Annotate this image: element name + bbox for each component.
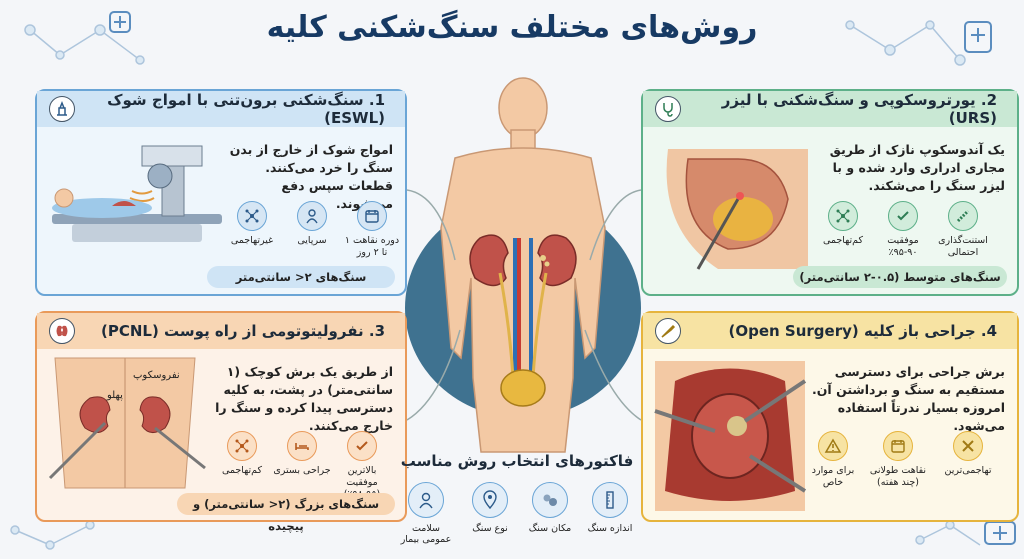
network-nodes-icon: [828, 201, 858, 231]
open-feature-2: نقاهت طولانی (چند هفته): [868, 431, 928, 489]
kidney-left: [469, 234, 509, 287]
card-pcnl-title: 3. نفرولیتوتومی از راه پوست (PCNL): [100, 322, 385, 340]
card-eswl-header: 1. سنگ‌شکنی برون‌تنی با امواج شوک (ESWL): [37, 91, 405, 127]
outpatient-person-icon: [297, 201, 327, 231]
checkmark-icon: [888, 201, 918, 231]
open-feature-3: برای موارد خاص: [803, 431, 863, 489]
eswl-machine-illustration: [52, 145, 222, 242]
eswl-feature-1: دوره نقاهت ۱ تا ۲ روز: [342, 201, 402, 259]
factor-3-label: نوع سنگ: [472, 523, 508, 534]
card-urs-description: یک آندوسکوپ نازک از طریق مجاری ادراری وا…: [829, 142, 1005, 193]
card-urs-title: 2. یورتروسکوپی و سنگ‌شکنی با لیزر (URS): [721, 91, 997, 127]
urs-feature-3-label: کم‌تهاجمی: [822, 235, 864, 246]
stethoscope-icon: [655, 96, 681, 122]
pcnl-back-illustration: نفروسکوپ پهلو: [48, 357, 206, 489]
factor-patient-health: سلامت عمومی بیمار: [396, 482, 456, 545]
card-eswl-footer: سنگ‌های ۲< سانتی‌متر: [207, 266, 395, 288]
warning-icon: [818, 431, 848, 461]
card-open-header: 4. جراحی باز کلیه (Open Surgery): [643, 313, 1017, 349]
page-title: روش‌های مختلف سنگ‌شکنی کلیه: [266, 10, 758, 45]
eswl-feature-3: غیرتهاجمی: [222, 201, 282, 247]
factor-4-label: سلامت عمومی بیمار: [400, 523, 452, 545]
urs-feature-2-label: موفقیت ۹۰-۹۵٪: [887, 235, 919, 258]
open-surgery-illustration: [654, 361, 807, 511]
ultrasound-device-icon: [49, 96, 75, 122]
card-urs-footer: سنگ‌های متوسط (۰.۵-۲ سانتی‌متر): [793, 266, 1007, 288]
kidney-icon: [49, 318, 75, 344]
network-nodes-icon: [237, 201, 267, 231]
card-eswl-title: 1. سنگ‌شکنی برون‌تنی با امواج شوک (ESWL): [107, 91, 385, 127]
eswl-feature-3-label: غیرتهاجمی: [230, 235, 274, 246]
ruler-icon: [592, 482, 628, 518]
kidney-right: [537, 234, 577, 287]
factor-stone-location: مکان سنگ: [520, 482, 580, 534]
checkmark-icon: [347, 431, 377, 461]
open-feature-1-label: تهاجمی‌ترین: [944, 465, 992, 476]
card-pcnl: 3. نفرولیتوتومی از راه پوست (PCNL) از طر…: [35, 311, 407, 533]
ureteroscopy-illustration: [666, 149, 808, 270]
pcnl-feature-1: بالاترین موفقیت (۹۵-۹۸٪): [332, 431, 392, 501]
urs-feature-1: استنت‌گذاری احتمالی: [933, 201, 993, 259]
nephroscope-label: نفروسکوپ: [133, 370, 180, 381]
card-urs: 2. یورتروسکوپی و سنگ‌شکنی با لیزر (URS) …: [641, 89, 1019, 296]
card-urs-header: 2. یورتروسکوپی و سنگ‌شکنی با لیزر (URS): [643, 91, 1017, 127]
factor-2-label: مکان سنگ: [528, 523, 572, 534]
stent-icon: [948, 201, 978, 231]
card-open-title: 4. جراحی باز کلیه (Open Surgery): [728, 322, 997, 340]
flank-label: پهلو: [106, 390, 123, 401]
open-feature-3-label: برای موارد خاص: [811, 465, 855, 488]
calendar-icon: [357, 201, 387, 231]
factors-section: فاکتورهای انتخاب روش مناسب اندازه سنگ مک…: [392, 452, 642, 552]
factor-stone-size: اندازه سنگ: [580, 482, 640, 534]
pcnl-feature-3: کم‌تهاجمی: [212, 431, 272, 477]
doctor-icon: [408, 482, 444, 518]
open-feature-1: تهاجمی‌ترین: [938, 431, 998, 477]
location-pin-icon: [472, 482, 508, 518]
factors-title: فاکتورهای انتخاب روش مناسب: [400, 452, 634, 470]
scalpel-icon: [655, 318, 681, 344]
alert-icon: [953, 431, 983, 461]
human-body-illustration: [405, 77, 641, 453]
urs-feature-2: موفقیت ۹۰-۹۵٪: [873, 201, 933, 259]
pcnl-feature-2-label: جراحی بستری: [273, 465, 331, 476]
eswl-feature-1-label: دوره نقاهت ۱ تا ۲ روز: [344, 235, 400, 258]
stones-icon: [532, 482, 568, 518]
pcnl-feature-3-label: کم‌تهاجمی: [221, 465, 263, 476]
eswl-feature-2: سرپایی: [282, 201, 342, 247]
card-pcnl-header: 3. نفرولیتوتومی از راه پوست (PCNL): [37, 313, 405, 349]
card-pcnl-description: از طریق یک برش کوچک (۱ سانتی‌متر) در پشت…: [215, 364, 393, 433]
urs-feature-3: کم‌تهاجمی: [813, 201, 873, 247]
hospital-bed-icon: [287, 431, 317, 461]
card-open-surgery: 4. جراحی باز کلیه (Open Surgery) برش جرا…: [641, 311, 1019, 522]
factor-1-label: اندازه سنگ: [587, 523, 633, 534]
pcnl-feature-2: جراحی بستری: [272, 431, 332, 477]
factor-stone-type: نوع سنگ: [460, 482, 520, 534]
network-nodes-icon: [227, 431, 257, 461]
eswl-feature-2-label: سرپایی: [297, 235, 327, 246]
card-open-description: برش جراحی برای دسترسی مستقیم به سنگ و بر…: [812, 364, 1005, 433]
card-eswl: 1. سنگ‌شکنی برون‌تنی با امواج شوک (ESWL)…: [35, 89, 407, 296]
open-feature-2-label: نقاهت طولانی (چند هفته): [869, 465, 927, 488]
urs-feature-1-label: استنت‌گذاری احتمالی: [938, 235, 988, 258]
card-eswl-description: امواج شوک از خارج از بدن سنگ را خرد می‌ک…: [229, 142, 393, 211]
calendar-icon: [883, 431, 913, 461]
card-pcnl-footer: سنگ‌های بزرگ (۲< سانتی‌متر) و پیچیده: [177, 493, 395, 533]
